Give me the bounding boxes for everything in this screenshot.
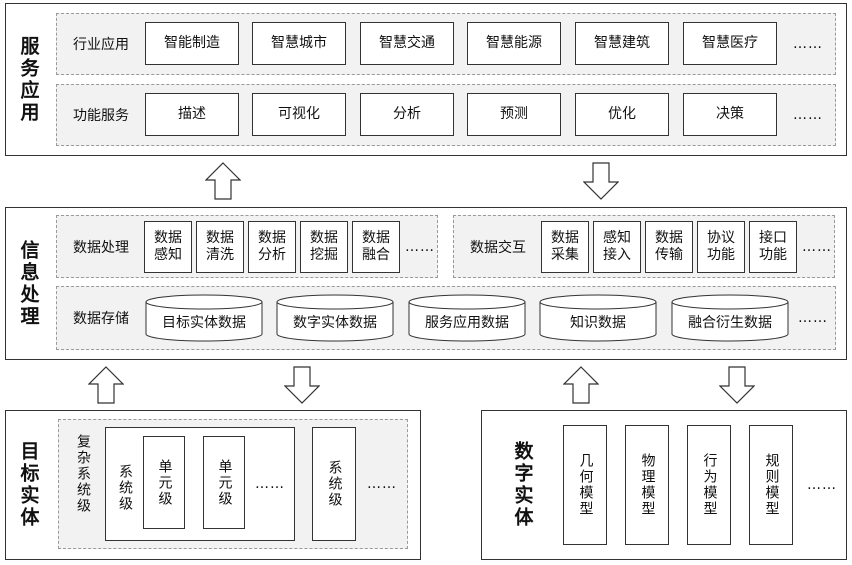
unit-level-label: 单元级 — [156, 458, 173, 507]
processing-item: 数据 清洗 — [196, 221, 244, 273]
storage-cylinder: 知识数据 — [539, 294, 657, 342]
interaction-label: 数据交互 — [470, 239, 526, 256]
industry-item: 智慧医疗 — [683, 22, 777, 65]
processing-item: 数据 分析 — [248, 221, 296, 273]
function-more: …… — [793, 107, 823, 123]
target-more: …… — [367, 476, 397, 492]
function-item: 预测 — [467, 93, 561, 136]
industry-item: 智慧建筑 — [575, 22, 669, 65]
model-box: 几何模型 — [563, 425, 607, 545]
target-title: 目标实体 — [17, 441, 40, 529]
service-title: 服务应用 — [17, 35, 40, 124]
storage-item-label: 融合衍生数据 — [688, 315, 772, 331]
storage-more: …… — [798, 310, 828, 326]
industry-row: 行业应用 智能制造 智慧城市 智慧交通 智慧能源 智慧建筑 智慧医疗 …… — [56, 13, 836, 75]
industry-item: 智慧城市 — [252, 22, 346, 65]
model-box: 行为模型 — [687, 425, 731, 545]
info-title: 信息处理 — [17, 239, 40, 328]
target-entity-panel: 目标实体 复杂系统级 系统级 单元级 单元级 …… 系统级 …… — [5, 410, 421, 560]
unit-level-label: 单元级 — [216, 458, 233, 507]
unit-more: …… — [255, 475, 285, 492]
complex-system-label: 复杂系统级 — [75, 434, 91, 514]
system-level-label: 系统级 — [117, 464, 133, 512]
model-label: 行为模型 — [701, 453, 718, 517]
industry-more: …… — [793, 36, 823, 52]
storage-item-label: 服务应用数据 — [425, 315, 509, 331]
industry-label: 行业应用 — [73, 37, 129, 53]
digital-entity-panel: 数字实体 几何模型 物理模型 行为模型 规则模型 …… — [481, 410, 847, 560]
digital-more: …… — [807, 477, 837, 493]
interaction-item: 接口 功能 — [749, 221, 797, 273]
storage-item-label: 数字实体数据 — [293, 315, 377, 331]
system-level-label: 系统级 — [326, 460, 343, 508]
function-item: 决策 — [683, 93, 777, 136]
model-label: 规则模型 — [763, 453, 780, 517]
industry-item: 智能制造 — [145, 22, 239, 65]
interaction-item: 协议 功能 — [697, 221, 745, 273]
processing-row: 数据处理 数据 感知 数据 清洗 数据 分析 数据 挖掘 数据 融合 …… — [56, 215, 438, 278]
storage-item-label: 目标实体数据 — [162, 315, 246, 331]
unit-level-box: 单元级 — [143, 436, 185, 529]
model-label: 几何模型 — [577, 453, 594, 517]
function-item: 可视化 — [252, 93, 346, 136]
digital-title: 数字实体 — [511, 441, 534, 529]
interaction-item: 数据 传输 — [645, 221, 693, 273]
target-inner: 复杂系统级 系统级 单元级 单元级 …… 系统级 …… — [58, 419, 408, 549]
up-arrow-icon — [563, 366, 599, 404]
storage-item-label: 知识数据 — [570, 315, 626, 331]
function-item: 优化 — [575, 93, 669, 136]
interaction-item: 数据 采集 — [541, 221, 589, 273]
down-arrow-icon — [719, 366, 755, 404]
model-box: 规则模型 — [749, 425, 793, 545]
down-arrow-icon — [284, 366, 320, 404]
service-application-panel: 服务应用 行业应用 智能制造 智慧城市 智慧交通 智慧能源 智慧建筑 智慧医疗 … — [5, 3, 847, 156]
info-processing-panel: 信息处理 数据处理 数据 感知 数据 清洗 数据 分析 数据 挖掘 数据 融合 … — [5, 207, 847, 360]
processing-item: 数据 感知 — [144, 221, 192, 273]
interaction-more: …… — [802, 238, 832, 255]
up-arrow-icon — [205, 162, 241, 200]
processing-label: 数据处理 — [73, 239, 129, 256]
system-level-box: 系统级 — [312, 427, 356, 541]
storage-cylinder: 服务应用数据 — [408, 294, 526, 342]
function-row: 功能服务 描述 可视化 分析 预测 优化 决策 …… — [56, 84, 836, 146]
storage-cylinder: 融合衍生数据 — [671, 294, 789, 342]
processing-item: 数据 挖掘 — [300, 221, 348, 273]
processing-more: …… — [405, 238, 435, 255]
function-item: 分析 — [360, 93, 454, 136]
storage-cylinder: 数字实体数据 — [276, 294, 394, 342]
storage-cylinder: 目标实体数据 — [145, 294, 263, 342]
interaction-row: 数据交互 数据 采集 感知 接入 数据 传输 协议 功能 接口 功能 …… — [453, 215, 835, 278]
industry-item: 智慧能源 — [467, 22, 561, 65]
unit-level-box: 单元级 — [203, 436, 245, 529]
function-item: 描述 — [145, 93, 239, 136]
processing-item: 数据 融合 — [352, 221, 400, 273]
up-arrow-icon — [88, 366, 124, 404]
model-box: 物理模型 — [625, 425, 669, 545]
down-arrow-icon — [583, 162, 619, 200]
interaction-item: 感知 接入 — [593, 221, 641, 273]
storage-label: 数据存储 — [73, 311, 129, 327]
model-label: 物理模型 — [639, 453, 656, 517]
complex-system-box: 系统级 单元级 单元级 …… — [105, 427, 295, 541]
industry-item: 智慧交通 — [360, 22, 454, 65]
function-label: 功能服务 — [73, 108, 129, 124]
storage-row: 数据存储 目标实体数据 数字实体数据 服务应用数据 — [56, 286, 836, 350]
